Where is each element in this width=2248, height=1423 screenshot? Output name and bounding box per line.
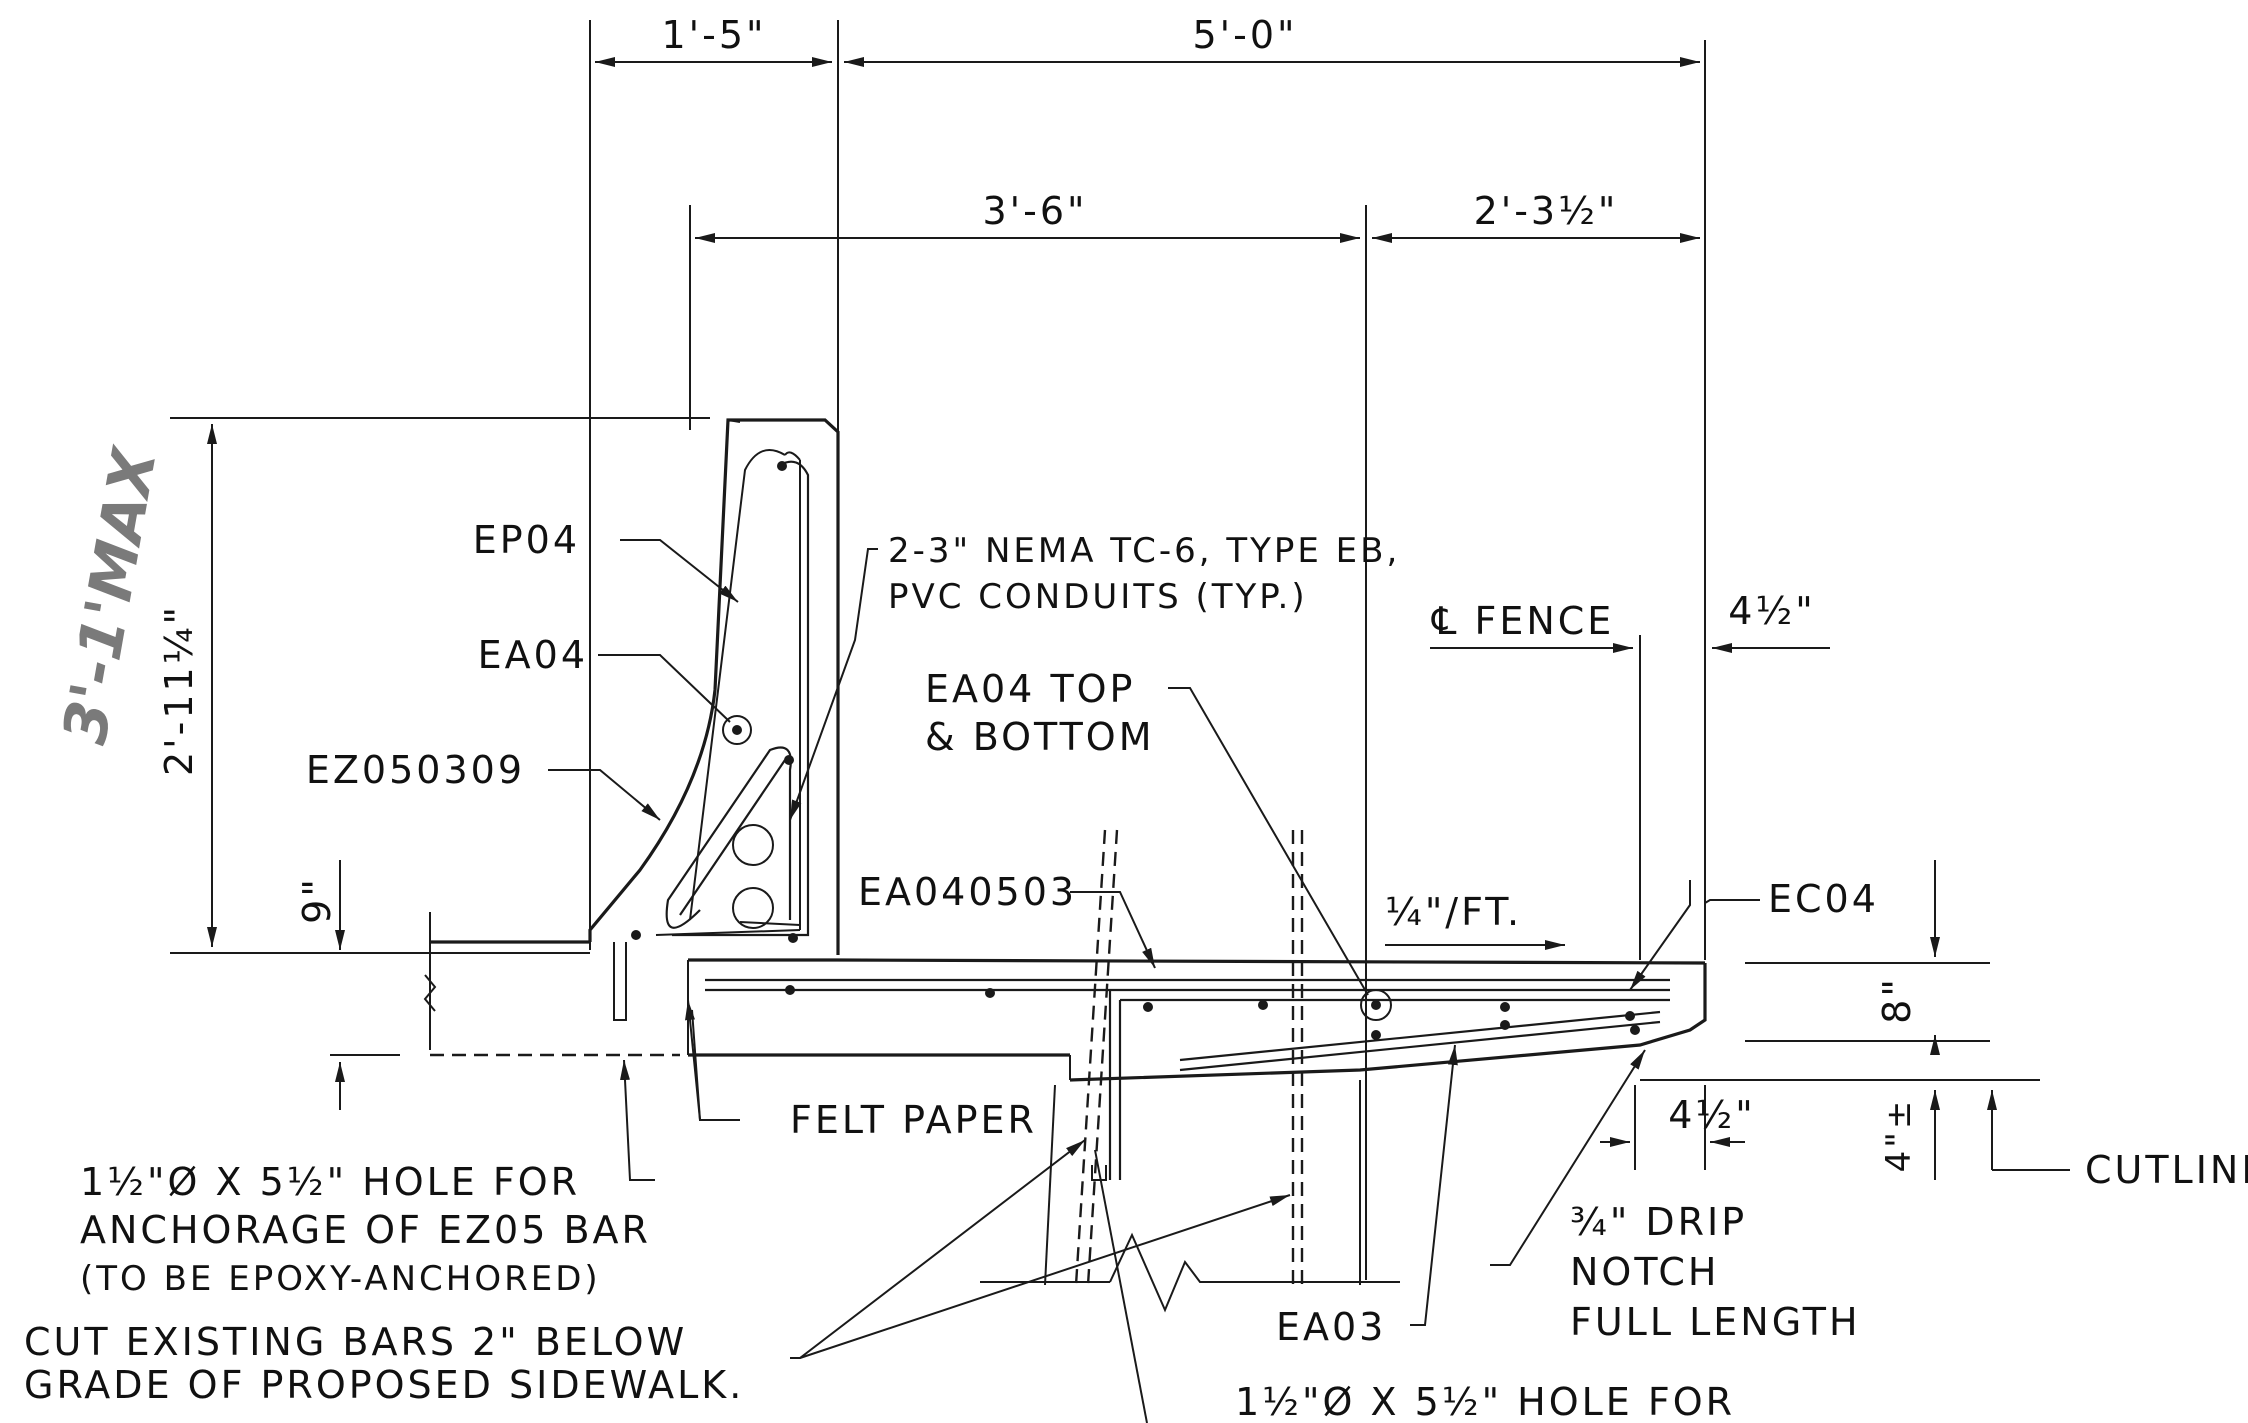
label-hole-left-line1: 1½"Ø X 5½" HOLE FOR: [80, 1160, 580, 1204]
label-hole-bottom: 1½"Ø X 5½" HOLE FOR: [1235, 1380, 1735, 1423]
label-conduit-line1: 2-3" NEMA TC-6, TYPE EB,: [888, 531, 1400, 571]
dimension-1ft-5in: 1'-5": [662, 13, 767, 57]
label-drip-line3: FULL LENGTH: [1570, 1300, 1861, 1344]
label-felt-paper: FELT PAPER: [790, 1098, 1037, 1142]
dimension-4in-approx: 4"±: [1879, 1098, 1919, 1173]
label-conduit-line2: PVC CONDUITS (TYP.): [888, 577, 1308, 617]
dimension-4half-in-bottom: 4½": [1668, 1093, 1756, 1137]
existing-sidewalk: [423, 912, 680, 1057]
existing-bars: [980, 829, 1400, 1313]
leader-lines: [548, 539, 1760, 1423]
label-ec04: EC04: [1768, 877, 1879, 921]
label-ez050309: EZ050309: [306, 748, 525, 792]
label-cutline: CUTLINE: [2085, 1148, 2248, 1192]
top-dimension-lines: [589, 20, 1706, 1280]
label-drip-line1: ¾" DRIP: [1570, 1200, 1747, 1244]
dimension-9in: 9": [295, 876, 339, 924]
label-ea040503: EA040503: [858, 870, 1077, 914]
label-hole-left-line2: ANCHORAGE OF EZ05 BAR: [80, 1208, 651, 1252]
handwritten-max-height: 3'-1'MAX: [50, 441, 171, 749]
slope-label: ¼"/FT.: [1385, 890, 1522, 934]
label-ea04: EA04: [478, 633, 588, 677]
label-ep04: EP04: [473, 518, 580, 562]
height-dimension: [170, 417, 710, 954]
label-drip-line2: NOTCH: [1570, 1250, 1719, 1294]
parapet-outline: [588, 418, 840, 955]
label-cut-bars-line2: GRADE OF PROPOSED SIDEWALK.: [24, 1363, 744, 1407]
right-dimension-lines: [1430, 635, 2070, 1180]
label-ea04-top-line2: & BOTTOM: [925, 715, 1154, 759]
dimension-2ft-3half-in: 2'-3½": [1474, 189, 1619, 233]
label-ea03: EA03: [1276, 1305, 1386, 1349]
label-hole-left-line3: (TO BE EPOXY-ANCHORED): [80, 1259, 601, 1299]
label-fence: ℄ FENCE: [1431, 599, 1614, 643]
dimension-2ft-11q-in: 2'-11¼": [157, 604, 201, 776]
dimension-8in: 8": [1875, 976, 1919, 1024]
dimension-4half-in-top: 4½": [1728, 589, 1816, 633]
dimension-5ft-0in: 5'-0": [1193, 13, 1298, 57]
label-ea04-top-line1: EA04 TOP: [925, 667, 1135, 711]
dimension-3ft-6in: 3'-6": [983, 189, 1088, 233]
deck-slab: [687, 958, 1707, 1180]
nine-inch-dimension: [330, 860, 400, 1110]
label-cut-bars-line1: CUT EXISTING BARS 2" BELOW: [24, 1320, 687, 1364]
